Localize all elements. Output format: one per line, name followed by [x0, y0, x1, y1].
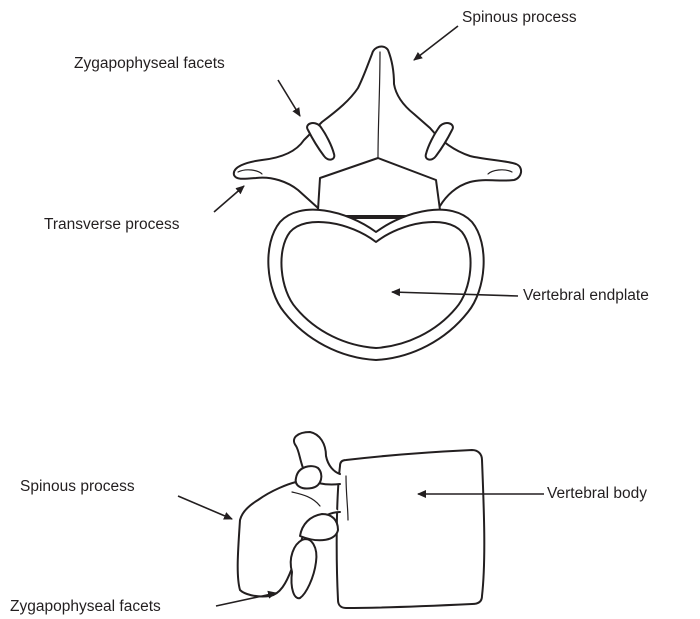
- lateral-vertebral-body: [337, 450, 485, 608]
- label-top-zygapophyseal-facets: Zygapophyseal facets: [74, 56, 225, 72]
- lateral-inferior-facet: [291, 539, 317, 598]
- arrow-side-spinous: [178, 496, 232, 519]
- label-side-zygapophyseal-facets: Zygapophyseal facets: [10, 599, 161, 615]
- label-top-spinous-process: Spinous process: [462, 10, 577, 26]
- arrow-top-transverse: [214, 186, 244, 212]
- lateral-upper-facet: [296, 466, 322, 488]
- arrow-top-spinous: [414, 26, 458, 60]
- label-side-vertebral-body: Vertebral body: [547, 486, 647, 502]
- vertebra-superior-view: [234, 47, 521, 360]
- arrow-side-zygapophyseal: [216, 593, 276, 606]
- label-top-transverse-process: Transverse process: [44, 217, 180, 233]
- vertebra-lateral-view: [238, 432, 485, 608]
- arrow-top-zygapophyseal: [278, 80, 300, 116]
- label-side-spinous-process: Spinous process: [20, 479, 135, 495]
- label-top-vertebral-endplate: Vertebral endplate: [523, 288, 649, 304]
